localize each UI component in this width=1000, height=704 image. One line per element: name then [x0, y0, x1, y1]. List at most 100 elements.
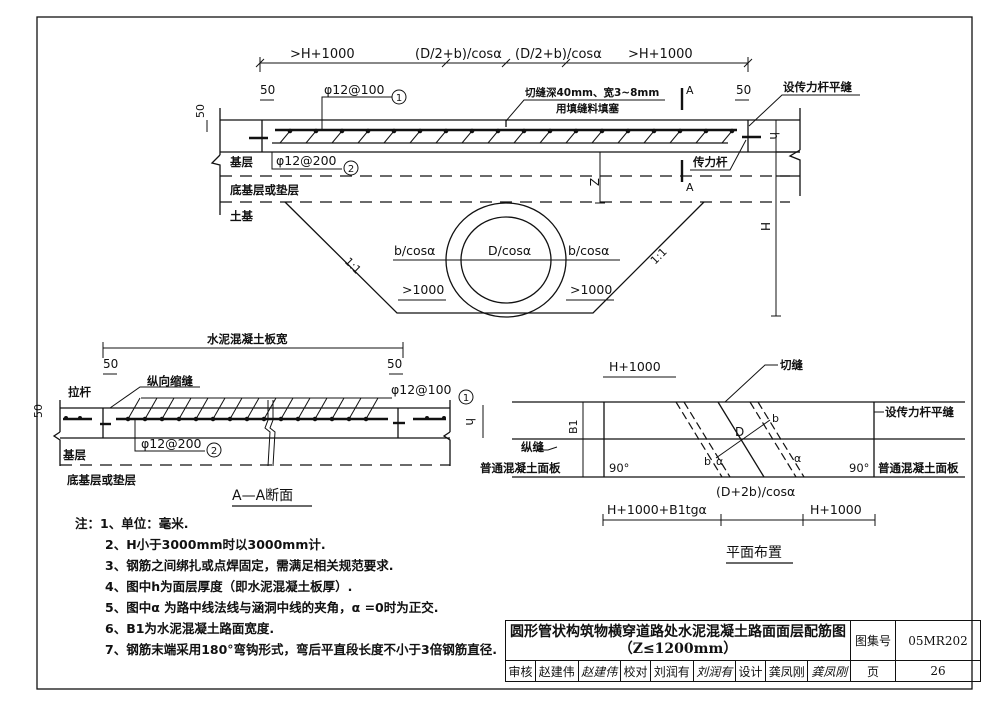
note-item: 2、H小于3000mm时以3000mm计.	[105, 537, 326, 552]
rebar-tie	[127, 397, 141, 420]
rebar-tie	[297, 397, 311, 420]
rebar-dot	[365, 128, 371, 134]
rebar-tie	[331, 397, 345, 420]
slope-right: 1:1	[648, 245, 670, 267]
designer-name: 龚凤刚	[765, 660, 809, 682]
note-item: 7、钢筋末端采用180°弯钩形式，弯后平直段长度不小于3倍钢筋直径.	[105, 642, 497, 657]
rebar-tie	[435, 130, 447, 144]
rebar-dot	[244, 416, 250, 422]
rebar-1-marker	[391, 89, 407, 105]
rebar-tie	[487, 130, 499, 144]
angle-right: 90°	[849, 461, 869, 475]
section-a-a: 水泥混凝土板宽 50 50 纵向缩缝 拉杆 50 φ12@100 1 φ12@2…	[32, 332, 484, 507]
rebar-dot	[469, 128, 475, 134]
checker-name: 刘润有	[650, 660, 694, 682]
pipe-wall-right: b/cosα	[568, 243, 609, 258]
rebar-dot	[443, 128, 449, 134]
dim-50-right: 50	[736, 83, 751, 97]
rebar-dot	[125, 416, 131, 422]
svg-text:1: 1	[463, 393, 469, 404]
rebar-tie	[305, 130, 317, 144]
drawing-title: 圆形管状构筑物横穿道路处水泥混凝土路面面层配筋图 （Z≤1200mm）	[505, 620, 851, 661]
pipe-diameter: D/cosα	[488, 243, 531, 258]
designer-signature: 龚凤刚	[807, 660, 851, 682]
aa-rebar-2-label: φ12@200	[141, 436, 202, 451]
rebar-dot	[625, 128, 631, 134]
cut-joint-note: 切缝深40mm、宽3~8mm	[525, 86, 659, 99]
plan-middle-dim: (D+2b)/cosα	[716, 484, 795, 499]
reviewer-name: 赵建伟	[535, 660, 579, 682]
check-label: 校对	[619, 660, 652, 682]
layer-subbase-label: 底基层或垫层	[230, 183, 299, 197]
rebar-dot	[329, 416, 335, 422]
rebar-tie	[617, 130, 629, 144]
plan-bottom-right-dim: H+1000	[810, 502, 862, 517]
svg-text:1: 1	[396, 93, 402, 104]
rebar-2-label: φ12@200	[276, 153, 337, 168]
rebar-ties	[279, 128, 735, 144]
rebar-tie	[331, 130, 343, 144]
plan-cut-joint-label: 切缝	[780, 358, 803, 372]
rebar-dot	[363, 416, 369, 422]
rebar-dot	[391, 128, 397, 134]
aa-layer-base: 基层	[62, 448, 86, 462]
rebar-tie	[383, 130, 395, 144]
dim-top-1: >H+1000	[290, 47, 355, 62]
rebar-tie	[365, 397, 379, 420]
rebar-tie	[161, 397, 175, 420]
dim-top-2: (D/2+b)/cosα	[415, 47, 502, 62]
rebar-tie	[721, 130, 733, 144]
rebar-tie	[279, 130, 291, 144]
aa-dim-50-left: 50	[103, 357, 118, 371]
rebar-dot	[729, 128, 735, 134]
page-label: 页	[850, 660, 896, 682]
page-number: 26	[895, 660, 981, 682]
rebar-tie	[144, 397, 158, 420]
Z-label: Z	[587, 178, 601, 186]
plain-slab-right: 普通混凝土面板	[878, 461, 959, 475]
aa-rebar-1-label: φ12@100	[391, 382, 452, 397]
rebar-tie	[695, 130, 707, 144]
rebar-dot	[227, 416, 233, 422]
layer-subgrade-label: 土基	[230, 209, 253, 223]
note-item: 3、钢筋之间绑扎或点焊固定，需满足相关规范要求.	[105, 558, 394, 573]
rebar-dot	[159, 416, 165, 422]
rebar-tie	[229, 397, 243, 420]
slope-left: 1:1	[342, 255, 364, 277]
rebar-dot	[346, 416, 352, 422]
rebar-dot	[142, 416, 148, 422]
rebar-tie	[246, 397, 260, 420]
rebar-tie	[591, 130, 603, 144]
rebar-tie	[409, 130, 421, 144]
bottom-right-dim: >1000	[570, 282, 612, 297]
dim-top-3: (D/2+b)/cosα	[515, 47, 602, 62]
note-item: 4、图中h为面层厚度（即水泥混凝土板厚）.	[105, 579, 353, 594]
plan-alpha-1: α	[716, 455, 723, 468]
rebar-dot	[677, 128, 683, 134]
aa-dim-50-right: 50	[387, 357, 402, 371]
rebar-dot	[278, 416, 284, 422]
dowel-label: 传力杆	[692, 155, 728, 169]
dim-50-left: 50	[260, 83, 275, 97]
aa-dim-50-vertical: 50	[32, 404, 45, 418]
aa-layer-subbase: 底基层或垫层	[67, 473, 136, 487]
rebar-tie	[539, 130, 551, 144]
drawing-frame	[36, 16, 973, 690]
note-item: 1、单位：毫米.	[100, 516, 189, 531]
rebar-dot	[547, 128, 553, 134]
rebar-tie	[314, 397, 328, 420]
plan-view-title: 平面布置	[726, 545, 782, 561]
plan-long-joint-label: 纵缝	[521, 440, 544, 454]
rebar-dot	[295, 416, 301, 422]
dimension-ticks	[255, 57, 753, 72]
svg-text:2: 2	[348, 164, 354, 175]
rebar-1-label: φ12@100	[324, 82, 385, 97]
plan-view: H+1000 B1 D b b α α 切缝 设传力杆平缝 纵缝 普通混凝土面板…	[480, 358, 965, 564]
rebar-dot	[210, 416, 216, 422]
review-label: 审核	[504, 660, 537, 682]
rebar-tie	[348, 397, 362, 420]
slab-width-label: 水泥混凝土板宽	[207, 332, 288, 346]
title-block: 圆形管状构筑物横穿道路处水泥混凝土路面面层配筋图 （Z≤1200mm） 图集号 …	[504, 620, 981, 682]
rebar-tie	[669, 130, 681, 144]
